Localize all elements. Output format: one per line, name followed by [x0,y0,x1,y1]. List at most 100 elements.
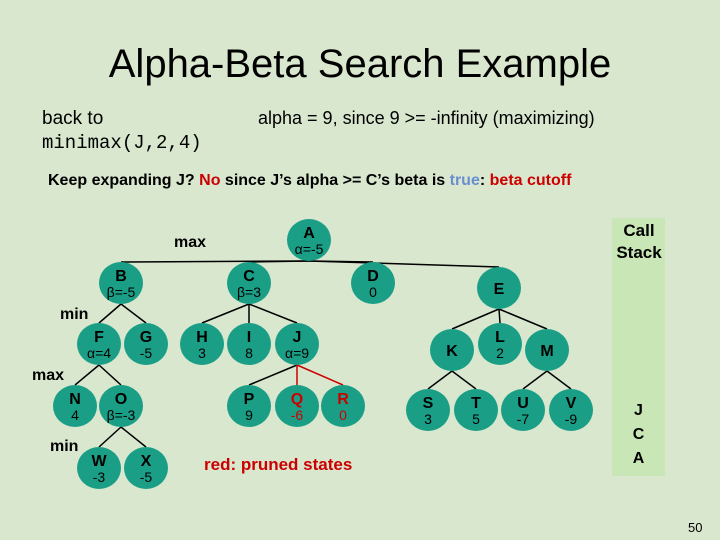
edge-j-r [296,364,344,386]
node-r: R0 [321,385,365,427]
node-h-value: 3 [198,345,206,361]
node-e: E [477,267,521,309]
node-h-label: H [196,329,208,346]
node-a-shape [287,219,331,261]
node-d-shape [351,262,395,304]
node-p-label: P [244,391,255,408]
node-w: W-3 [77,447,121,489]
edge-a-e [308,260,500,268]
edge-k-s [427,370,453,390]
page-title: Alpha-Beta Search Example [108,42,612,86]
edge-j-p [248,364,298,386]
question-truth: true [449,172,480,189]
question-no: No [199,172,221,189]
node-h: H3 [180,323,224,365]
node-w-label: W [91,453,107,470]
edge-e-m [498,308,548,330]
page-number: 50 [688,520,703,535]
node-o: Oβ=-3 [99,385,143,427]
node-l-label: L [495,329,505,346]
node-b: Bβ=-5 [99,262,143,304]
node-t-shape [454,389,498,431]
node-s-value: 3 [424,411,432,427]
question-prefix: Keep expanding J? [48,172,200,189]
alpha-note: alpha = 9, since 9 >= -infinity (maximiz… [258,108,595,128]
node-c-shape [227,262,271,304]
node-f-shape [77,323,121,365]
node-d: D0 [351,262,395,304]
node-u-value: -7 [517,411,530,427]
node-n: N4 [53,385,97,427]
node-a: Aα=-5 [287,219,331,261]
node-i-shape [227,323,271,365]
cutoff-question: Keep expanding J? No since J’s alpha >= … [48,172,571,190]
pruned-note: red: pruned states [204,455,353,474]
node-e-shape [477,267,521,309]
node-o-value: β=-3 [107,407,136,423]
node-q: Q-6 [275,385,319,427]
node-n-shape [53,385,97,427]
question-cutoff: beta cutoff [489,172,572,189]
node-p-value: 9 [245,407,253,423]
edge-o-w [98,426,122,448]
edge-f-o [98,364,122,386]
node-j-label: J [293,329,302,346]
node-k: K [430,329,474,371]
node-h-shape [180,323,224,365]
node-r-value: 0 [339,407,347,423]
node-t-value: 5 [472,411,480,427]
node-w-value: -3 [93,469,106,485]
node-g: G-5 [124,323,168,365]
node-f-value: α=4 [87,345,111,361]
node-u-shape [501,389,545,431]
node-l-value: 2 [496,345,504,361]
back-to-call: minimax(J,2,4) [42,132,202,154]
edge-b-f [98,303,122,324]
node-v-shape [549,389,593,431]
node-i-value: 8 [245,345,253,361]
node-q-value: -6 [291,407,304,423]
node-x: X-5 [124,447,168,489]
edge-c-h [201,303,250,324]
edge-m-u [522,370,548,390]
node-i-label: I [247,329,251,346]
edge-a-c [248,260,310,263]
node-d-value: 0 [369,284,377,300]
node-d-label: D [367,268,379,285]
node-f-label: F [94,329,104,346]
node-v: V-9 [549,389,593,431]
node-g-value: -5 [140,345,153,361]
node-e-label: E [494,281,505,298]
edge-f-n [74,364,100,386]
node-r-shape [321,385,365,427]
node-m-label: M [540,343,553,360]
node-b-shape [99,262,143,304]
call-stack-panel [612,218,665,476]
call-stack-item-j: J [634,402,643,419]
node-l: L2 [478,323,522,365]
node-b-value: β=-5 [107,284,136,300]
call-stack-label-line2: Stack [616,243,662,262]
call-stack-label-line1: Call [623,221,655,240]
node-a-label: A [303,225,315,242]
node-c: Cβ=3 [227,262,271,304]
question-colon: : [479,172,490,189]
node-j-shape [275,323,319,365]
node-t: T5 [454,389,498,431]
node-q-label: Q [291,391,303,408]
call-stack-item-a: A [632,450,645,467]
level-label-max-2: max [32,367,65,384]
node-t-label: T [471,395,481,412]
level-label-min-2: min [50,438,79,455]
node-p: P9 [227,385,271,427]
level-label-max-top: max [174,234,207,251]
node-s-shape [406,389,450,431]
node-m-shape [525,329,569,371]
edge-c-j [248,303,298,324]
node-o-label: O [115,391,127,408]
node-u: U-7 [501,389,545,431]
edge-m-v [546,370,572,390]
node-s-label: S [423,395,434,412]
